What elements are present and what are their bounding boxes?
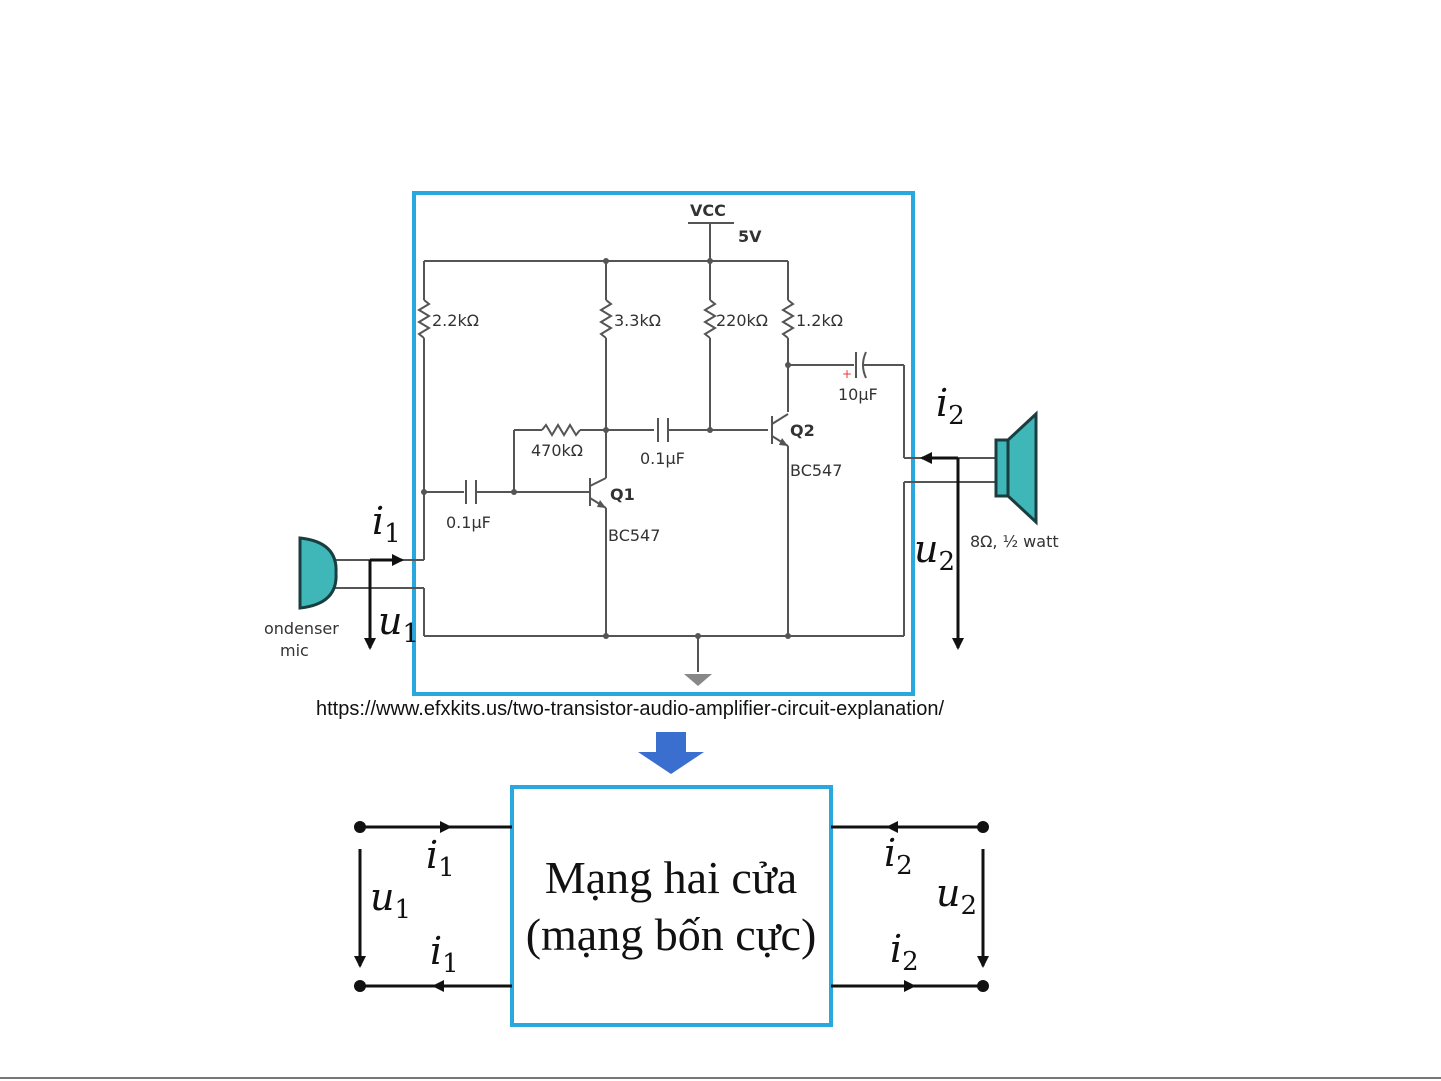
amplifier-circuit: VCC 5V 2.2kΩ 3.3kΩ 220kΩ 1.2kΩ +: [326, 201, 996, 686]
box-title-line1: Mạng hai cửa: [545, 852, 797, 903]
circuit-frame: [414, 193, 913, 694]
q2-name: Q2: [790, 421, 815, 440]
transistor-q2: [772, 414, 788, 446]
two-port-box: [512, 787, 831, 1025]
u2-circuit-symbol: u2: [914, 527, 955, 577]
speaker-icon: [996, 414, 1036, 522]
q1-part: BC547: [608, 526, 660, 545]
i1-bottom-symbol: i1: [430, 929, 459, 979]
resistor-470k: [542, 425, 580, 435]
r5-label: 470kΩ: [531, 441, 583, 460]
vcc-value: 5V: [738, 227, 762, 246]
c2-label: 0.1μF: [640, 449, 685, 468]
microphone-icon: [300, 538, 336, 608]
speaker-label: 8Ω, ½ watt: [970, 532, 1059, 551]
u2-port-symbol: u2: [936, 871, 977, 921]
i2-circuit-symbol: i2: [936, 381, 965, 431]
svg-text:+: +: [842, 367, 852, 381]
resistor-220k: [705, 300, 715, 338]
ground-icon: [684, 674, 712, 686]
vcc-label: VCC: [690, 201, 726, 220]
mic-label-line1: ondenser: [264, 619, 339, 638]
r2-label: 3.3kΩ: [614, 311, 661, 330]
i2-top-symbol: i2: [884, 831, 913, 881]
down-arrow-icon: [638, 732, 704, 774]
mic-label-line2: mic: [280, 641, 309, 660]
box-title-line2: (mạng bốn cực): [526, 909, 817, 960]
r3-label: 220kΩ: [716, 311, 768, 330]
i1-circuit-symbol: i1: [372, 499, 401, 549]
resistor-3-3k: [601, 300, 611, 338]
transistor-q1: [590, 478, 606, 508]
resistor-1-2k: [783, 300, 793, 338]
q1-name: Q1: [610, 485, 635, 504]
c1-label: 0.1μF: [446, 513, 491, 532]
q2-part: BC547: [790, 461, 842, 480]
resistor-2-2k: [419, 300, 429, 338]
r1-label: 2.2kΩ: [432, 311, 479, 330]
c3-label: 10μF: [838, 385, 878, 404]
i2-bottom-symbol: i2: [890, 927, 919, 977]
u1-port-symbol: u1: [370, 875, 411, 925]
source-url: https://www.efxkits.us/two-transistor-au…: [316, 698, 944, 720]
r4-label: 1.2kΩ: [796, 311, 843, 330]
i1-top-symbol: i1: [426, 833, 455, 883]
